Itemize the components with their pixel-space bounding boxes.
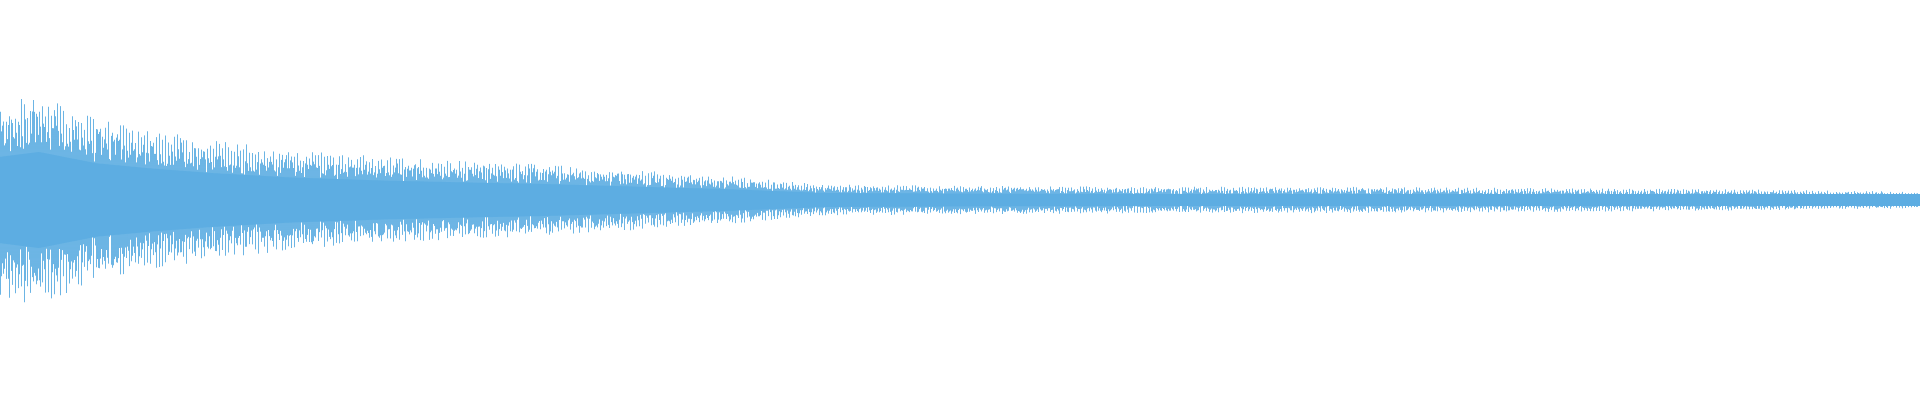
waveform-core-band — [0, 152, 1920, 248]
waveform-samples — [0, 99, 1920, 303]
